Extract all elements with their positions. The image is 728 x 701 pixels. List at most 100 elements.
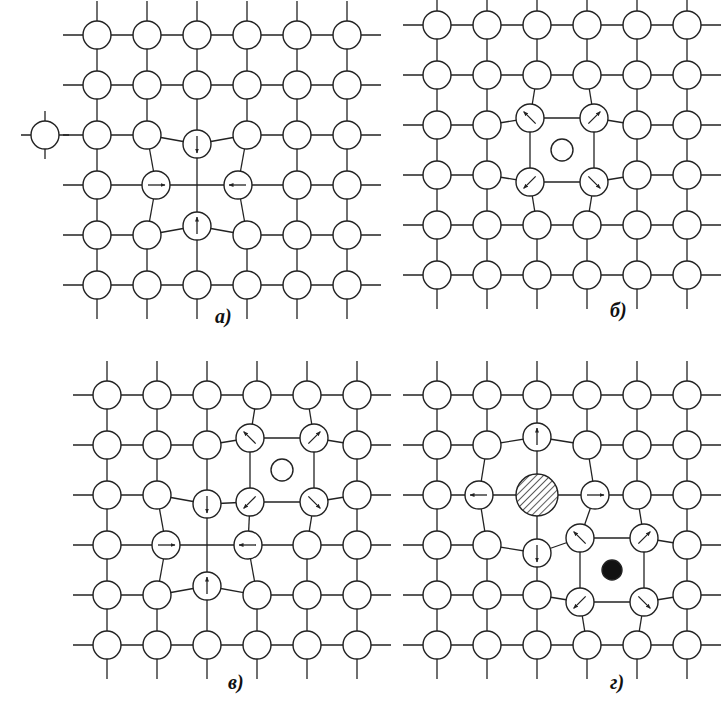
atom-circle	[630, 524, 658, 552]
atom-circle	[573, 381, 601, 409]
atom-circle	[193, 381, 221, 409]
atom-circle	[623, 161, 651, 189]
atom-circle	[673, 631, 701, 659]
atom-circle	[224, 171, 252, 199]
atom-circle	[423, 581, 451, 609]
atom-circle	[233, 21, 261, 49]
atom-circle	[283, 21, 311, 49]
atom-circle	[271, 459, 293, 481]
atom-circle	[516, 104, 544, 132]
displacement-arrow	[536, 428, 537, 445]
atom-circle	[673, 211, 701, 239]
atom-circle	[143, 381, 171, 409]
atom-circle	[623, 381, 651, 409]
atom-circle	[333, 71, 361, 99]
atom-circle	[516, 168, 544, 196]
displacement-arrow	[244, 496, 256, 508]
atom-circle	[183, 271, 211, 299]
atom-circle	[143, 631, 171, 659]
atom-circle	[573, 61, 601, 89]
atom-circle	[573, 261, 601, 289]
atom-circle	[183, 130, 211, 158]
atom-circle	[293, 381, 321, 409]
atom-circle	[83, 121, 111, 149]
atom-circle	[523, 261, 551, 289]
atom-circle	[243, 631, 271, 659]
displacement-arrow	[638, 596, 650, 608]
atom-circle	[333, 221, 361, 249]
atom-circle	[152, 531, 180, 559]
displacement-arrow	[524, 176, 536, 188]
atom-circle	[573, 431, 601, 459]
atom-circle	[623, 111, 651, 139]
atom-circle	[423, 631, 451, 659]
displacement-arrow	[244, 432, 256, 444]
atom-circle	[473, 581, 501, 609]
atom-circle	[143, 581, 171, 609]
displacement-arrow	[239, 544, 256, 545]
atom-circle	[133, 71, 161, 99]
atom-circle	[300, 424, 328, 452]
atom-circle	[423, 481, 451, 509]
atom-circle	[83, 21, 111, 49]
atom-circle	[93, 381, 121, 409]
atom-circle	[573, 211, 601, 239]
atom-circle	[673, 381, 701, 409]
atom-circle	[623, 261, 651, 289]
atom-circle	[193, 431, 221, 459]
atom-circle	[523, 581, 551, 609]
atom-circle	[673, 11, 701, 39]
atom-circle	[300, 488, 328, 516]
displacement-arrow	[158, 544, 175, 545]
panel-label: б)	[610, 300, 627, 320]
atom-circle	[473, 61, 501, 89]
atom-circle	[673, 431, 701, 459]
atom-circle	[183, 21, 211, 49]
displacement-arrow	[308, 496, 320, 508]
atom-circle	[602, 560, 622, 580]
lattice-panel	[21, 1, 381, 319]
atom-circle	[142, 171, 170, 199]
atom-circle	[233, 71, 261, 99]
atom-circle	[523, 631, 551, 659]
atom-circle	[523, 211, 551, 239]
atom-circle	[143, 431, 171, 459]
atom-circle	[133, 271, 161, 299]
atom-circle	[623, 481, 651, 509]
atom-circle	[423, 431, 451, 459]
atom-circle	[243, 381, 271, 409]
atom-circle	[283, 221, 311, 249]
atom-circle	[93, 581, 121, 609]
atom-circle	[283, 271, 311, 299]
displacement-arrow	[638, 532, 650, 544]
atom-circle	[423, 11, 451, 39]
atom-circle	[283, 121, 311, 149]
atom-circle	[236, 424, 264, 452]
atom-circle	[93, 631, 121, 659]
atom-circle	[523, 61, 551, 89]
atom-circle	[93, 481, 121, 509]
atom-circle	[523, 423, 551, 451]
atom-circle	[193, 572, 221, 600]
atom-circle	[343, 531, 371, 559]
displacement-arrow	[588, 112, 600, 124]
atom-circle	[343, 381, 371, 409]
atom-circle	[473, 261, 501, 289]
atom-circle	[133, 21, 161, 49]
atom-circle	[673, 161, 701, 189]
displacement-arrow	[588, 176, 600, 188]
atom-circle	[623, 61, 651, 89]
atom-circle	[566, 524, 594, 552]
atom-circle	[623, 11, 651, 39]
displacement-arrow	[206, 496, 207, 513]
atom-circle	[183, 71, 211, 99]
atom-circle	[573, 631, 601, 659]
atom-circle	[465, 481, 493, 509]
atom-circle	[423, 211, 451, 239]
atom-circle	[343, 481, 371, 509]
atom-circle	[473, 11, 501, 39]
atom-circle	[83, 171, 111, 199]
displacement-arrow	[148, 184, 165, 185]
atom-circle	[473, 111, 501, 139]
